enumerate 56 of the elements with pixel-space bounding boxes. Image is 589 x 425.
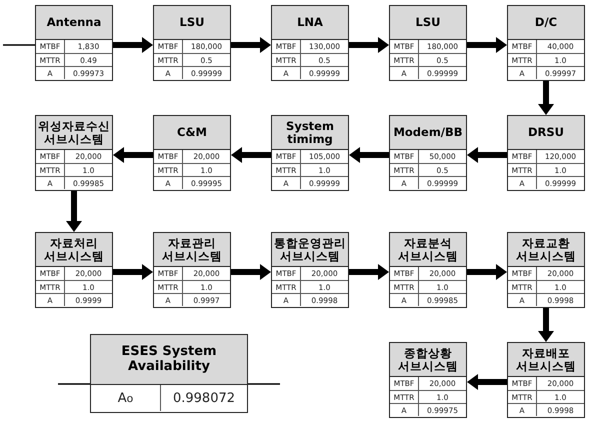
block-title: DRSU (508, 116, 584, 150)
reliability-block (35, 5, 113, 81)
block-title: D/C (508, 6, 584, 40)
block-title: 종합상황 서브시스템 (390, 343, 466, 377)
arrow (349, 264, 389, 280)
arrow (113, 147, 153, 163)
reliability-block (153, 115, 231, 191)
metric-value: 0.998072 (172, 390, 236, 408)
reliability-block (153, 5, 231, 81)
arrow (349, 37, 389, 53)
arrow (231, 37, 271, 53)
block-title: C&M (154, 116, 230, 150)
reliability-block (35, 232, 113, 308)
block-title: Antenna (36, 6, 112, 40)
arrow (349, 147, 389, 163)
reliability-block (271, 5, 349, 81)
block-title: LSU (154, 6, 230, 40)
reliability-block (153, 232, 231, 308)
block-title: 자료분석 서브시스템 (390, 233, 466, 267)
reliability-block (271, 115, 349, 191)
reliability-block (507, 232, 585, 308)
connector-line (248, 383, 280, 385)
reliability-block (507, 5, 585, 81)
arrow (467, 374, 507, 390)
block-title: LSU (390, 6, 466, 40)
block-title: System timimg (272, 116, 348, 150)
block-title: 자료관리 서브시스템 (154, 233, 230, 267)
reliability-block (271, 232, 349, 308)
reliability-block (389, 232, 467, 308)
connector-line (3, 44, 35, 46)
reliability-block (507, 342, 585, 418)
connector-line (58, 383, 90, 385)
block-title: 통합운영관리 서브시스템 (272, 233, 348, 267)
block-title: 자료교환 서브시스템 (508, 233, 584, 267)
block-title: ESES System Availability (91, 335, 247, 385)
block-title: LNA (272, 6, 348, 40)
block-title: Modem/BB (390, 116, 466, 150)
block-title: 자료처리 서브시스템 (36, 233, 112, 267)
arrow (467, 37, 507, 53)
reliability-block (90, 334, 248, 413)
reliability-block (389, 342, 467, 418)
reliability-block (507, 115, 585, 191)
reliability-block (389, 5, 467, 81)
arrow (231, 264, 271, 280)
arrow (538, 81, 554, 115)
block-title: 위성자료수신 서브시스템 (36, 116, 112, 150)
arrow (66, 191, 82, 232)
block-title: 자료배포 서브시스템 (508, 343, 584, 377)
arrow (231, 147, 271, 163)
arrow (113, 37, 153, 53)
reliability-block (389, 115, 467, 191)
arrow (538, 308, 554, 342)
arrow (467, 264, 507, 280)
reliability-block (35, 115, 113, 191)
arrow (113, 264, 153, 280)
arrow (467, 147, 507, 163)
